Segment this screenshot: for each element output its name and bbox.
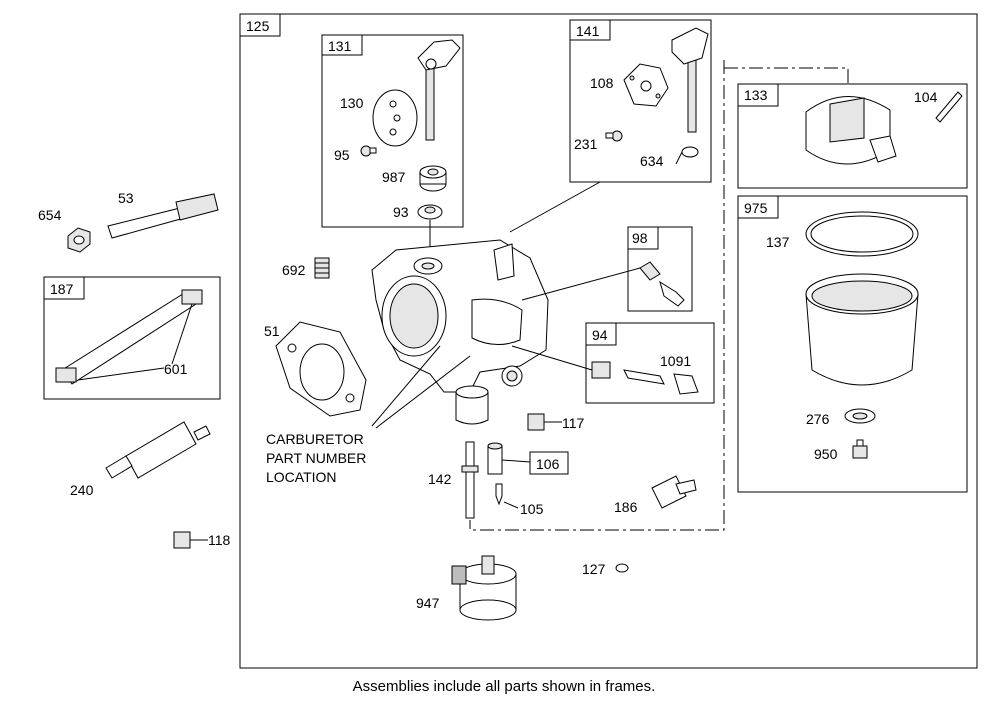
- frame-98-label: 98: [632, 230, 648, 246]
- frame-133-label: 133: [744, 87, 768, 103]
- label-186: 186: [614, 499, 638, 515]
- float: [805, 96, 897, 165]
- label-104: 104: [914, 89, 938, 105]
- fitting-53: [107, 193, 219, 239]
- label-53: 53: [118, 190, 134, 206]
- label-231: 231: [574, 136, 598, 152]
- label-127: 127: [582, 561, 606, 577]
- label-106-box: [529, 451, 569, 475]
- frame-187-label: 187: [50, 281, 74, 297]
- screw-231: [605, 130, 623, 142]
- dashed-assembly-outline: [469, 60, 725, 531]
- label-692: 692: [282, 262, 306, 278]
- gasket-51: [275, 321, 367, 417]
- screw-95: [360, 145, 377, 157]
- choke-shaft: [671, 27, 709, 133]
- frame-98: 98: [627, 226, 693, 312]
- label-106: 106: [536, 456, 560, 472]
- label-987: 987: [382, 169, 406, 185]
- frame-141-label: 141: [576, 23, 600, 39]
- label-105: 105: [520, 501, 544, 517]
- emulsion-tube-142: [461, 441, 479, 519]
- label-654: 654: [38, 207, 62, 223]
- frame-125: 125: [239, 13, 978, 669]
- label-950: 950: [814, 446, 838, 462]
- seal-987: [419, 165, 447, 192]
- washer-276: [844, 408, 876, 424]
- label-137: 137: [766, 234, 790, 250]
- label-51: 51: [264, 323, 280, 339]
- elbow-186: [651, 475, 697, 509]
- label-240: 240: [70, 482, 94, 498]
- frame-975: 975: [737, 195, 968, 493]
- note-line-2: PART NUMBER: [266, 450, 366, 466]
- label-601: 601: [164, 361, 188, 377]
- label-108: 108: [590, 75, 614, 91]
- frame-133: 133: [737, 83, 968, 189]
- frame-94: 94: [585, 322, 715, 404]
- seal-93: [417, 204, 443, 220]
- float-bowl: [805, 273, 919, 386]
- label-93: 93: [393, 204, 409, 220]
- bolt-950: [852, 439, 868, 459]
- carburetor-body: [371, 239, 549, 425]
- note-line-3: LOCATION: [266, 469, 337, 485]
- label-95: 95: [334, 147, 350, 163]
- label-276: 276: [806, 411, 830, 427]
- frame-131: 131: [321, 34, 464, 228]
- fitting-118: [173, 531, 208, 549]
- frame-125-label: 125: [246, 18, 270, 34]
- label-117: 117: [562, 415, 585, 431]
- needle-105: [495, 483, 503, 506]
- frame-187: 187: [43, 276, 221, 400]
- fuel-filter-240: [105, 421, 211, 479]
- solenoid-947: [451, 555, 517, 621]
- pin-104: [935, 91, 963, 123]
- spring-692: [314, 257, 330, 279]
- label-130: 130: [340, 95, 364, 111]
- label-118: 118: [208, 532, 231, 548]
- gasket-137: [805, 211, 919, 257]
- footer-caption: Assemblies include all parts shown in fr…: [352, 678, 656, 695]
- carburetor-part-number-note: CARBURETOR PART NUMBER LOCATION: [266, 345, 471, 485]
- label-142: 142: [428, 471, 452, 487]
- frame-141: 141: [569, 19, 712, 183]
- spring-634: [675, 146, 699, 165]
- main-jet-assembly: [591, 361, 699, 395]
- frame-975-label: 975: [744, 200, 768, 216]
- clip-127: [615, 563, 629, 573]
- label-1091: 1091: [660, 353, 691, 369]
- idle-screw-assembly: [639, 261, 685, 307]
- frame-94-label: 94: [592, 327, 608, 343]
- throttle-plate: [372, 89, 418, 147]
- label-947: 947: [416, 595, 440, 611]
- dashed-link-133: [724, 67, 849, 84]
- fuel-hose: [55, 289, 203, 385]
- label-634: 634: [640, 153, 664, 169]
- fitting-117: [527, 413, 562, 431]
- throttle-shaft: [417, 39, 461, 141]
- choke-plate: [623, 63, 669, 107]
- note-line-1: CARBURETOR: [266, 431, 364, 447]
- nut-654: [67, 227, 91, 253]
- frame-131-label: 131: [328, 38, 352, 54]
- sleeve-106: [487, 442, 503, 475]
